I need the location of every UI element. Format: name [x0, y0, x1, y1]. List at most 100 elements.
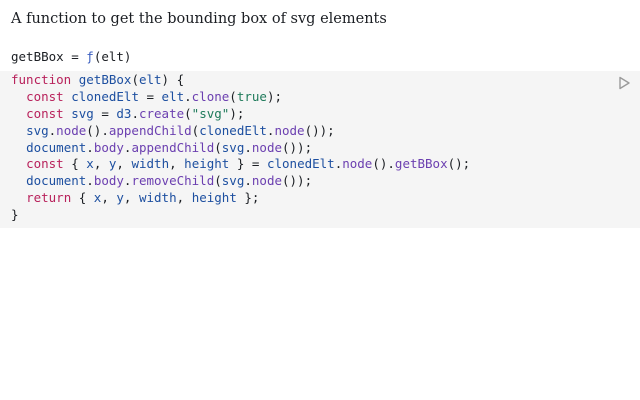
code-token: elt: [138, 72, 162, 87]
code-token: node: [56, 122, 87, 138]
code-token: getBBox: [394, 156, 448, 172]
code-token: return: [26, 190, 72, 206]
code-token: appendChild: [108, 122, 192, 138]
code-token: node: [251, 139, 282, 155]
code-token: ().: [372, 156, 395, 172]
code-token: ());: [282, 139, 313, 155]
code-token: .: [334, 156, 343, 172]
code-token: d3: [116, 105, 132, 121]
code-token: } =: [229, 156, 267, 172]
code-line: const clonedElt = elt.clone(true);: [11, 89, 470, 106]
code-token: ());: [304, 122, 335, 138]
code-token: ().: [86, 122, 109, 138]
code-token: ,: [116, 156, 132, 172]
code-token: (: [229, 88, 237, 104]
code-token: document: [26, 173, 87, 189]
code-token: =: [138, 88, 162, 104]
code-token: (: [131, 72, 139, 87]
code-token: clone: [191, 88, 230, 104]
code-token: .: [86, 173, 94, 189]
code-line: document.body.appendChild(svg.node());: [11, 140, 470, 157]
output-name: getBBox: [11, 49, 64, 64]
code-token: getBBox: [78, 72, 132, 87]
code-token: removeChild: [131, 173, 215, 189]
code-token: [11, 89, 26, 104]
code-token: clonedElt: [266, 156, 335, 172]
code-token: (: [214, 139, 222, 155]
code-token: body: [93, 139, 124, 155]
code-line: const svg = d3.create("svg");: [11, 106, 470, 123]
code-token: const: [26, 88, 64, 104]
function-icon: ƒ: [86, 49, 94, 64]
code-token: elt: [161, 88, 185, 104]
code-token: height: [191, 190, 237, 206]
code-token: (: [184, 105, 192, 121]
code-token: svg: [71, 105, 94, 121]
code-token: [11, 106, 26, 121]
code-token: function: [11, 72, 72, 87]
code-token: ,: [101, 190, 117, 206]
code-token: ();: [447, 156, 471, 172]
code-token: ,: [176, 190, 192, 206]
code-token: (: [214, 173, 222, 189]
code-token: y: [116, 190, 124, 206]
code-token: ,: [169, 156, 185, 172]
code-token: [11, 173, 26, 188]
code-token: [11, 140, 26, 155]
code-token: const: [26, 105, 64, 121]
output-equals: =: [71, 49, 79, 64]
code-token: clonedElt: [71, 88, 139, 104]
code-token: );: [266, 88, 282, 104]
code-token: [11, 190, 26, 205]
code-token: body: [93, 173, 124, 189]
code-token: ) {: [161, 72, 185, 87]
code-token: }: [11, 207, 19, 223]
output-signature: (elt): [93, 49, 132, 64]
code-token: node: [274, 122, 305, 138]
code-token: [71, 72, 79, 87]
code-line: svg.node().appendChild(clonedElt.node())…: [11, 123, 470, 140]
code-token: y: [108, 156, 117, 172]
code-token: .: [244, 139, 252, 155]
code-token: svg: [26, 122, 49, 138]
code-token: [11, 156, 26, 171]
code-token: width: [138, 190, 177, 206]
code-token: ,: [93, 156, 109, 172]
code-line: }: [11, 207, 470, 224]
cell-output[interactable]: getBBox = ƒ(elt): [11, 49, 131, 64]
code-token: node: [342, 156, 373, 172]
code-token: "svg": [191, 105, 230, 121]
code-token: create: [138, 105, 185, 121]
code-line: function getBBox(elt) {: [11, 72, 470, 89]
code-token: const: [26, 156, 64, 172]
cell-description: A function to get the bounding box of sv…: [11, 11, 387, 27]
code-lines: function getBBox(elt) { const clonedElt …: [11, 72, 470, 224]
code-token: height: [184, 156, 230, 172]
code-token: .: [86, 139, 94, 155]
code-token: .: [48, 122, 57, 138]
run-cell-button[interactable]: [617, 76, 631, 90]
code-token: .: [123, 139, 132, 155]
code-token: .: [266, 122, 275, 138]
code-token: width: [131, 156, 170, 172]
code-token: (: [191, 122, 200, 138]
code-token: .: [123, 173, 132, 189]
code-token: };: [236, 190, 260, 206]
code-token: ());: [282, 173, 313, 189]
code-token: node: [251, 173, 282, 189]
code-token: svg: [221, 173, 245, 189]
code-token: clonedElt: [199, 122, 267, 138]
code-token: =: [93, 105, 117, 121]
code-token: {: [71, 190, 94, 206]
code-editor[interactable]: function getBBox(elt) { const clonedElt …: [0, 71, 640, 228]
code-token: svg: [221, 139, 245, 155]
code-token: ,: [123, 190, 139, 206]
code-token: x: [86, 156, 94, 172]
code-line: document.body.removeChild(svg.node());: [11, 173, 470, 190]
code-token: .: [184, 88, 192, 104]
code-line: return { x, y, width, height };: [11, 190, 470, 207]
code-token: [11, 123, 26, 138]
code-token: x: [93, 190, 102, 206]
code-token: .: [244, 173, 252, 189]
code-token: {: [63, 156, 87, 172]
